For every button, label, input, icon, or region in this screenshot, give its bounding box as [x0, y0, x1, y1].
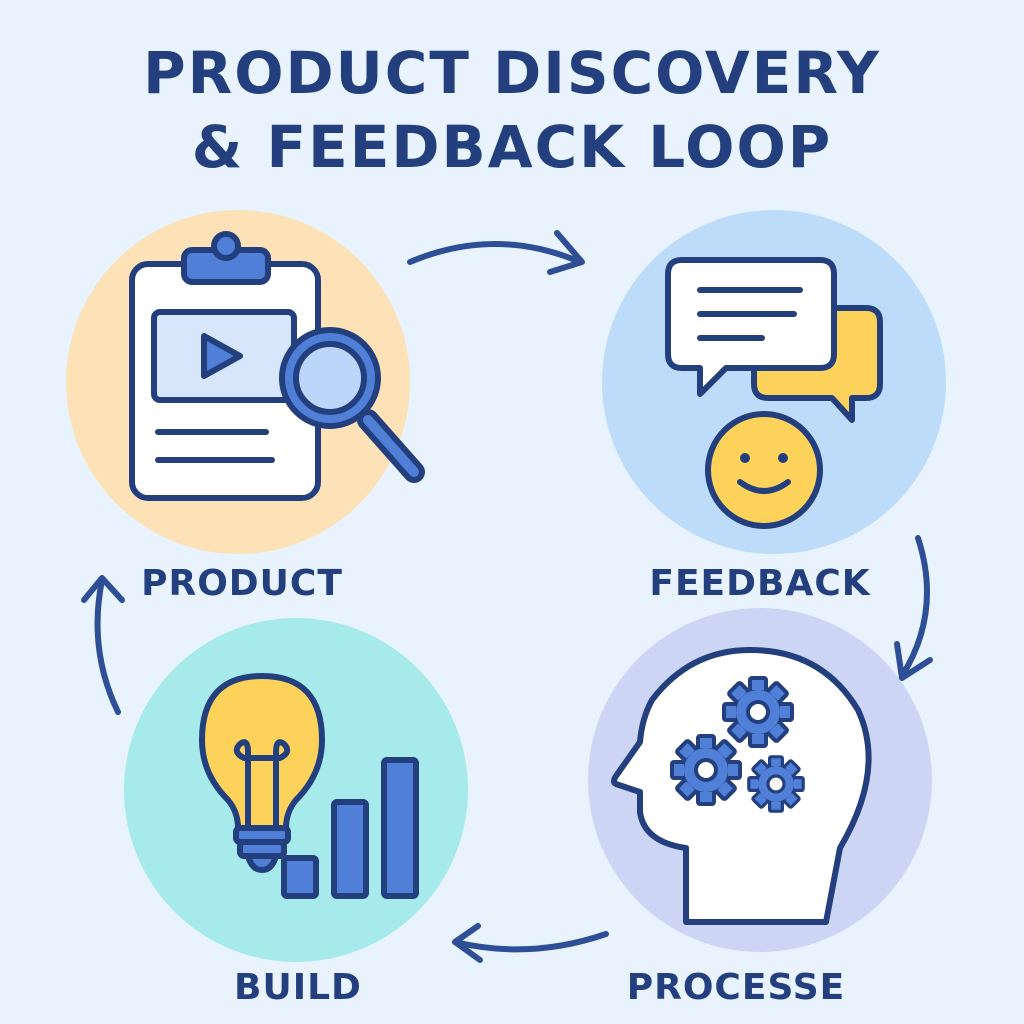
title-line-1: PRODUCT DISCOVERY — [143, 39, 881, 107]
magnifier-icon — [279, 327, 425, 483]
title-line-2: & FEEDBACK LOOP — [191, 113, 833, 181]
arrow-product-to-feedback — [407, 230, 585, 275]
node-label-feedback: FEEDBACK — [649, 563, 871, 604]
speech-bubbles-icon — [665, 257, 883, 423]
head-gears-icon — [611, 647, 872, 925]
bar-chart-icon — [281, 757, 419, 899]
arrow-processe-to-build — [452, 923, 609, 963]
smiley-icon — [705, 411, 823, 529]
arrow-feedback-to-processe — [894, 535, 933, 681]
node-label-product: PRODUCT — [141, 563, 343, 604]
page-title: PRODUCT DISCOVERY & FEEDBACK LOOP — [0, 36, 1024, 184]
node-label-processe: PROCESSE — [626, 967, 846, 1008]
video-play-icon — [151, 309, 297, 403]
node-label-build: BUILD — [234, 967, 362, 1008]
clipboard-icon — [129, 231, 321, 501]
arrow-build-to-product — [81, 575, 125, 715]
lightbulb-icon — [199, 673, 325, 873]
